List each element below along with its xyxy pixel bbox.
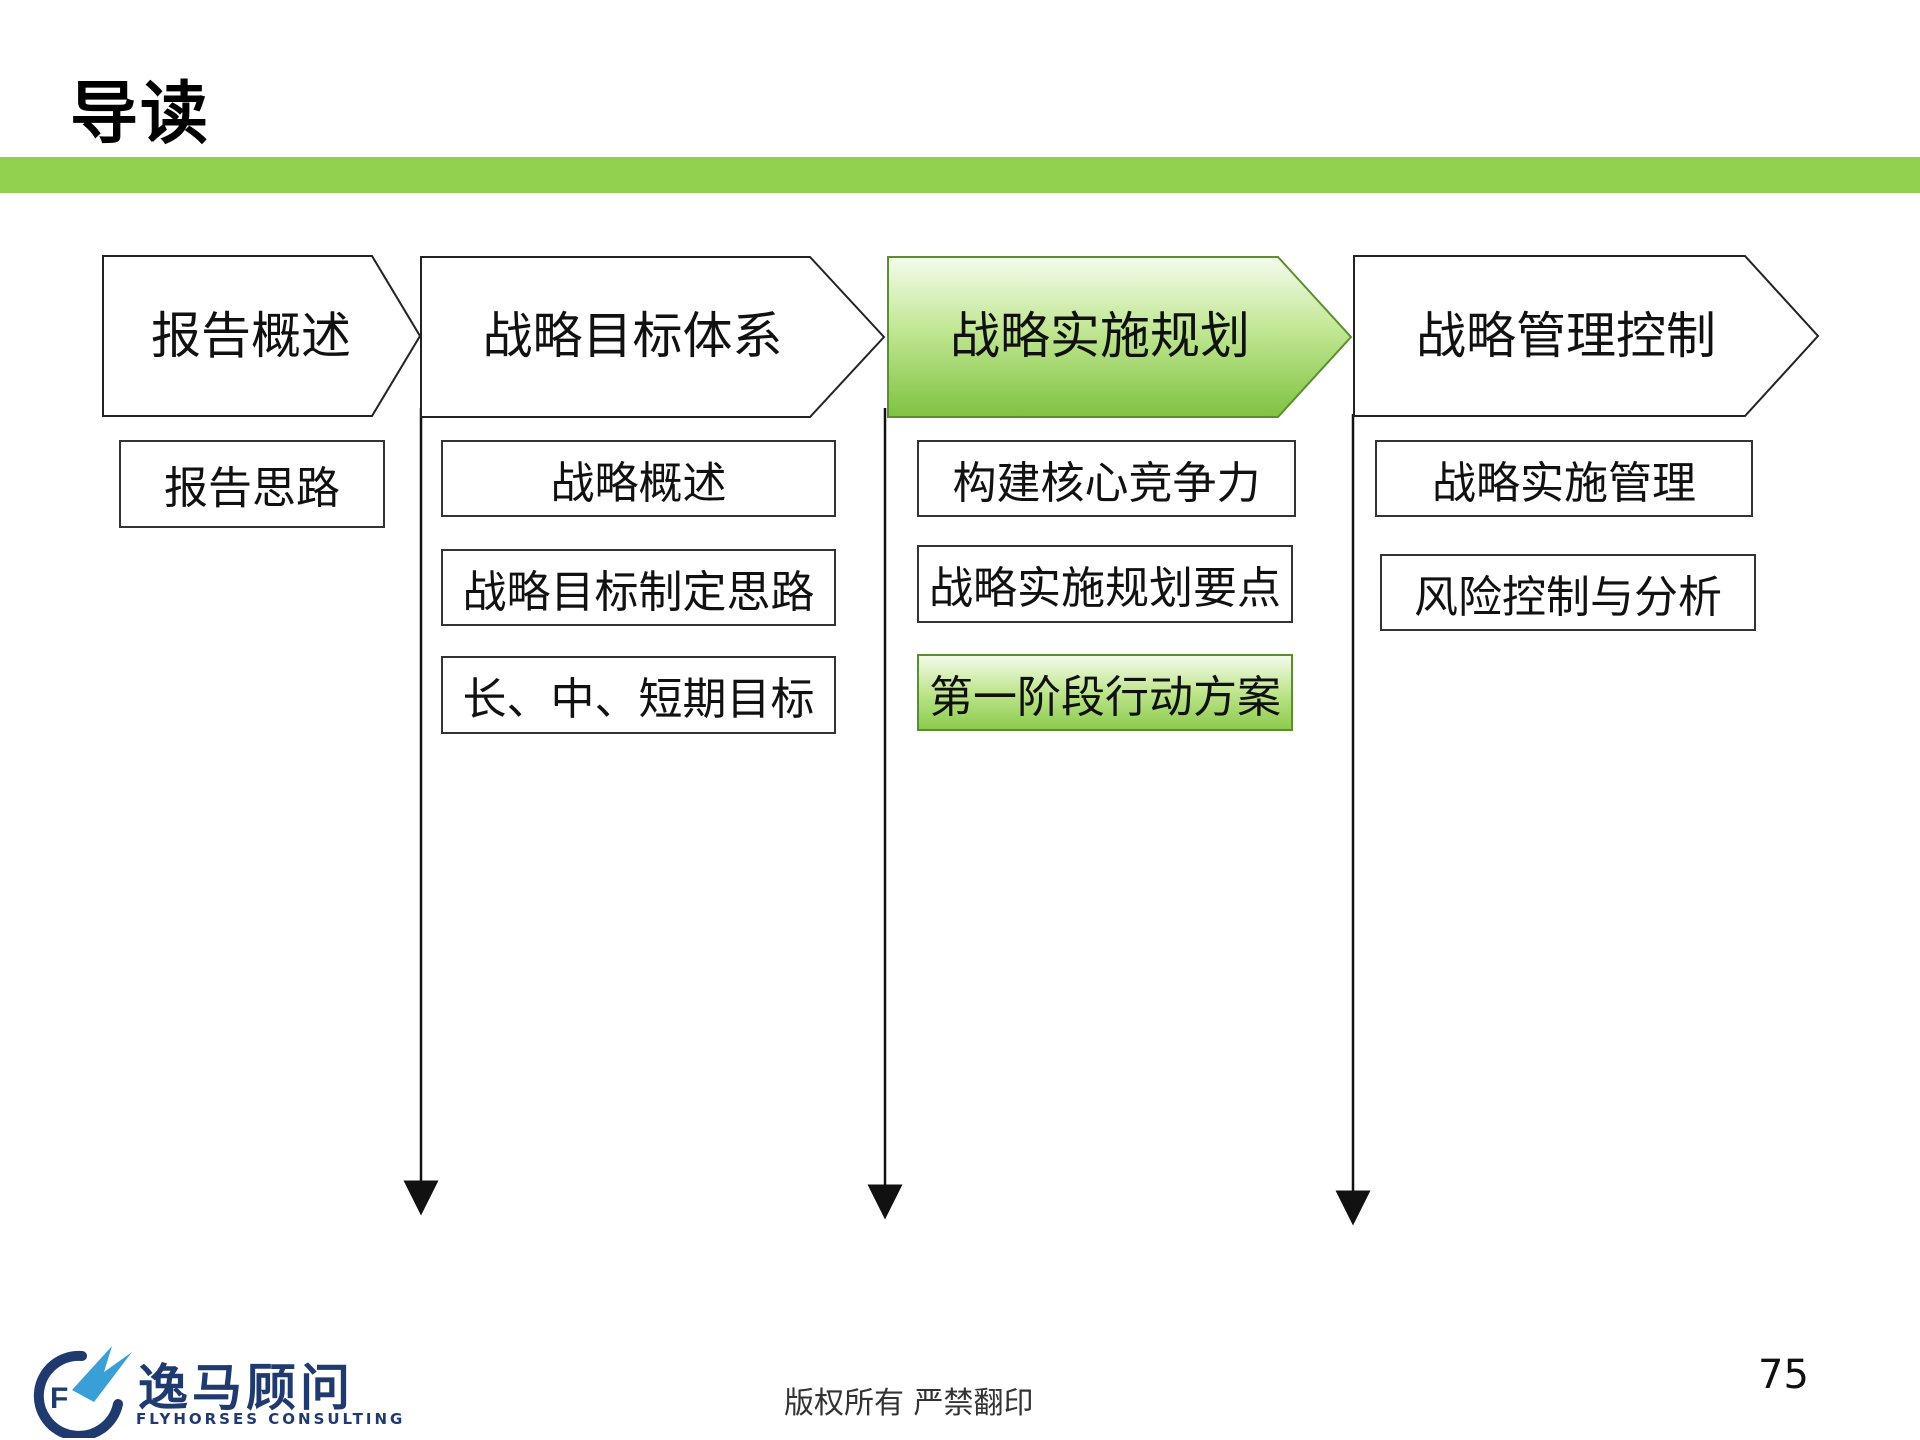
logo-name-en: FLYHORSES CONSULTING	[136, 1410, 406, 1428]
item-risk-control: 风险控制与分析	[1380, 554, 1756, 631]
item-report-approach: 报告思路	[119, 440, 385, 528]
flyhorse-logo-icon: F	[33, 1346, 132, 1438]
svg-text:F: F	[50, 1382, 68, 1415]
item-implementation-management: 战略实施管理	[1375, 440, 1753, 517]
stage-chevron-2	[420, 256, 886, 418]
stage-label-1: 报告概述	[151, 307, 351, 365]
page-number: 75	[1758, 1352, 1809, 1398]
item-goal-setting: 战略目标制定思路	[441, 549, 836, 626]
item-term-goals: 长、中、短期目标	[441, 656, 836, 734]
stage-label-2: 战略目标体系	[482, 307, 783, 365]
stage-chevron-3-active	[887, 256, 1353, 418]
item-core-competence: 构建核心竞争力	[917, 440, 1296, 517]
stage-chevron-4	[1353, 255, 1820, 417]
item-implementation-points: 战略实施规划要点	[917, 545, 1293, 623]
title-divider-bar	[0, 157, 1920, 193]
page-title: 导读	[70, 75, 211, 154]
stage-label-3: 战略实施规划	[950, 307, 1250, 365]
item-phase-one-plan: 第一阶段行动方案	[917, 654, 1293, 731]
item-strategy-overview: 战略概述	[441, 440, 836, 517]
logo-name-cn: 逸马顾问	[138, 1359, 354, 1417]
copyright-notice: 版权所有 严禁翻印	[784, 1386, 1034, 1421]
stage-label-4: 战略管理控制	[1416, 307, 1716, 365]
stage-chevron-1	[102, 255, 422, 417]
